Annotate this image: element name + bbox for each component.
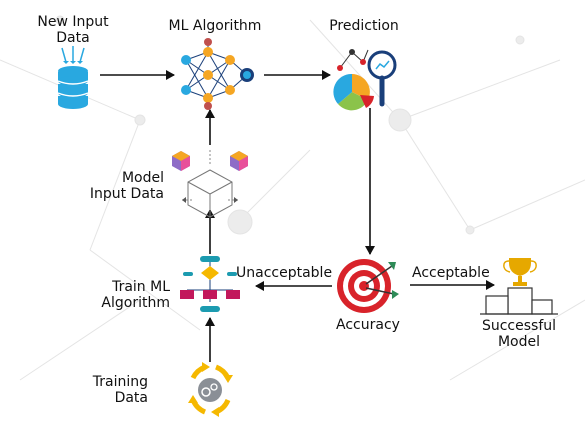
arrows	[100, 70, 495, 362]
database-icon	[57, 46, 89, 109]
label-model-input-data: Model Input Data	[89, 170, 164, 202]
cube-icon	[172, 150, 248, 218]
analytics-icon	[333, 49, 397, 111]
trophy-podium-icon	[480, 258, 558, 315]
label-ml-algorithm: ML Algorithm	[168, 18, 262, 34]
label-prediction: Prediction	[329, 18, 399, 34]
label-new-input-data: New Input Data	[37, 14, 109, 46]
flowchart-icon	[180, 256, 240, 312]
small-cube-left	[172, 151, 190, 171]
target-icon	[337, 259, 399, 313]
neural-network-icon	[181, 38, 254, 110]
label-accuracy: Accuracy	[336, 317, 400, 333]
background-network	[0, 15, 585, 381]
gear-cycle-icon	[188, 362, 233, 417]
label-train-ml-algorithm: Train ML Algorithm	[101, 279, 170, 311]
edge-label-acceptable: Acceptable	[412, 265, 490, 281]
label-successful-model: Successful Model	[481, 318, 557, 350]
small-cube-right	[230, 151, 248, 171]
label-training-data: Training Data	[92, 374, 148, 406]
edge-label-unacceptable: Unacceptable	[236, 265, 332, 281]
